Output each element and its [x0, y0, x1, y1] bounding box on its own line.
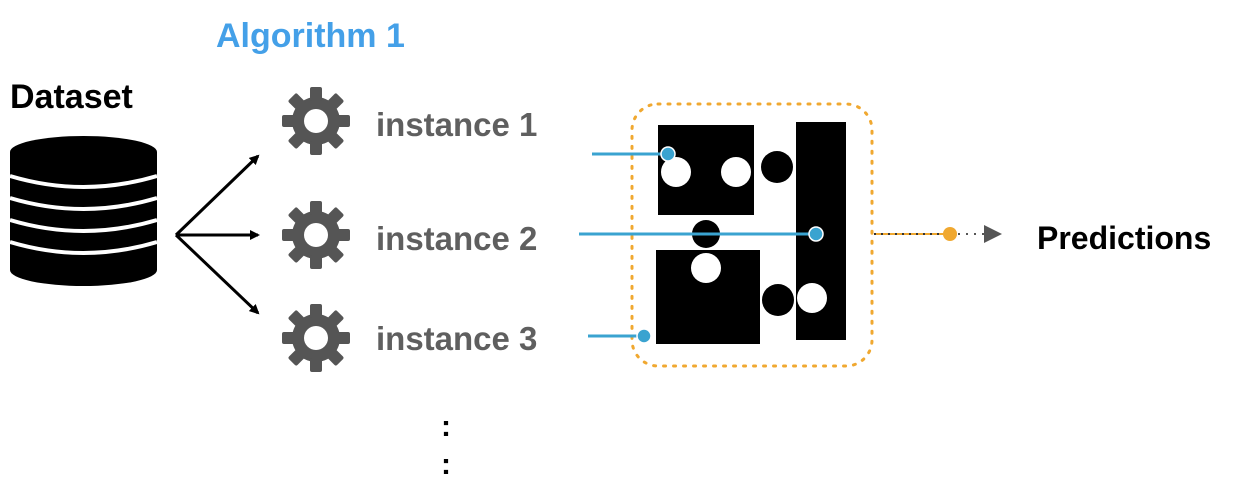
- output-arrow: [874, 225, 1002, 243]
- puzzle-pieces-icon: [656, 122, 846, 344]
- instance-3-label: instance 3: [376, 320, 538, 357]
- dataset-title: Dataset: [10, 78, 133, 116]
- gear-icon: [282, 87, 350, 155]
- instance-1-label: instance 1: [376, 106, 538, 143]
- fanout-arrows: [174, 154, 260, 315]
- instance-2-label: instance 2: [376, 220, 538, 257]
- arrow-to-instance-3: [174, 233, 260, 315]
- ellipsis-top: :: [441, 410, 451, 443]
- algorithm-title: Algorithm 1: [216, 17, 405, 55]
- connector-lines: [579, 146, 824, 344]
- ellipsis-bottom: :: [441, 448, 451, 481]
- predictions-label: Predictions: [1037, 220, 1212, 256]
- gear-icon: [282, 201, 350, 269]
- gear-icon: [282, 304, 350, 372]
- database-stack-icon: [9, 136, 158, 286]
- arrow-to-instance-1: [174, 154, 260, 237]
